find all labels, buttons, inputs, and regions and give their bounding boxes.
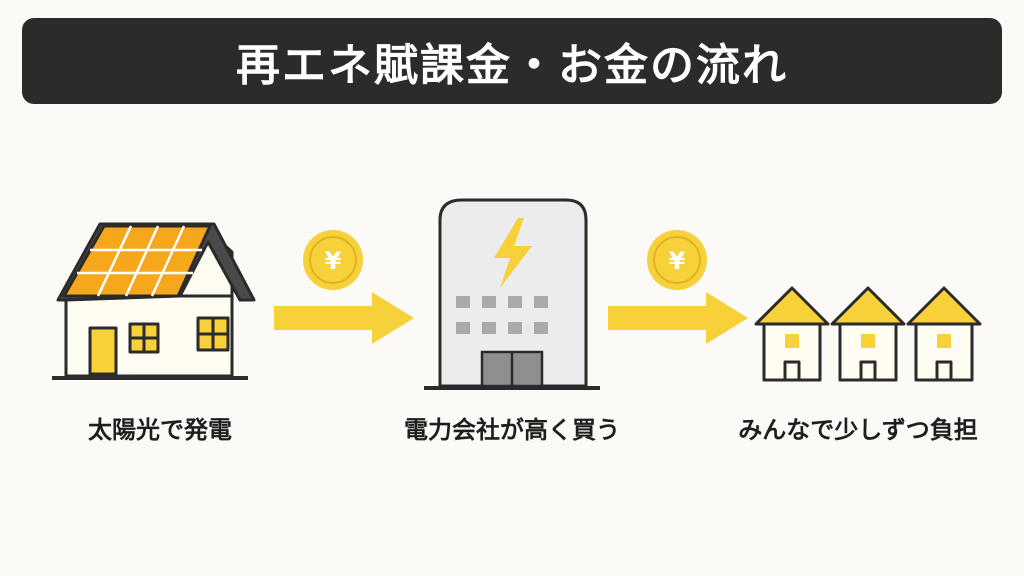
solar-house-icon: [52, 222, 256, 380]
title-banner: 再エネ賦課金・お金の流れ: [22, 18, 1002, 104]
households-icon: [754, 286, 982, 382]
yen-coin-icon: ¥: [303, 230, 363, 290]
small-house-icon: [830, 286, 906, 382]
coin-symbol: ¥: [325, 247, 342, 275]
window-icon: [196, 316, 230, 352]
small-house-icon: [906, 286, 982, 382]
step-label-power-company: 電力会社が高く買う: [404, 416, 620, 444]
building-windows: [456, 296, 548, 334]
step-label-solar: 太陽光で発電: [88, 416, 232, 444]
yen-coin-icon: ¥: [647, 230, 707, 290]
small-house-icon: [754, 286, 830, 382]
coin-symbol: ¥: [669, 247, 686, 275]
power-company-building-icon: [424, 198, 600, 390]
money-flow-arrow-1: [274, 292, 414, 344]
lightning-icon: [494, 218, 532, 288]
diagram-title: 再エネ賦課金・お金の流れ: [236, 40, 788, 91]
step-label-households: みんなで少しずつ負担: [738, 416, 978, 444]
window-icon: [128, 322, 160, 354]
solar-panel-icon: [62, 224, 212, 298]
money-flow-arrow-2: [608, 292, 748, 344]
